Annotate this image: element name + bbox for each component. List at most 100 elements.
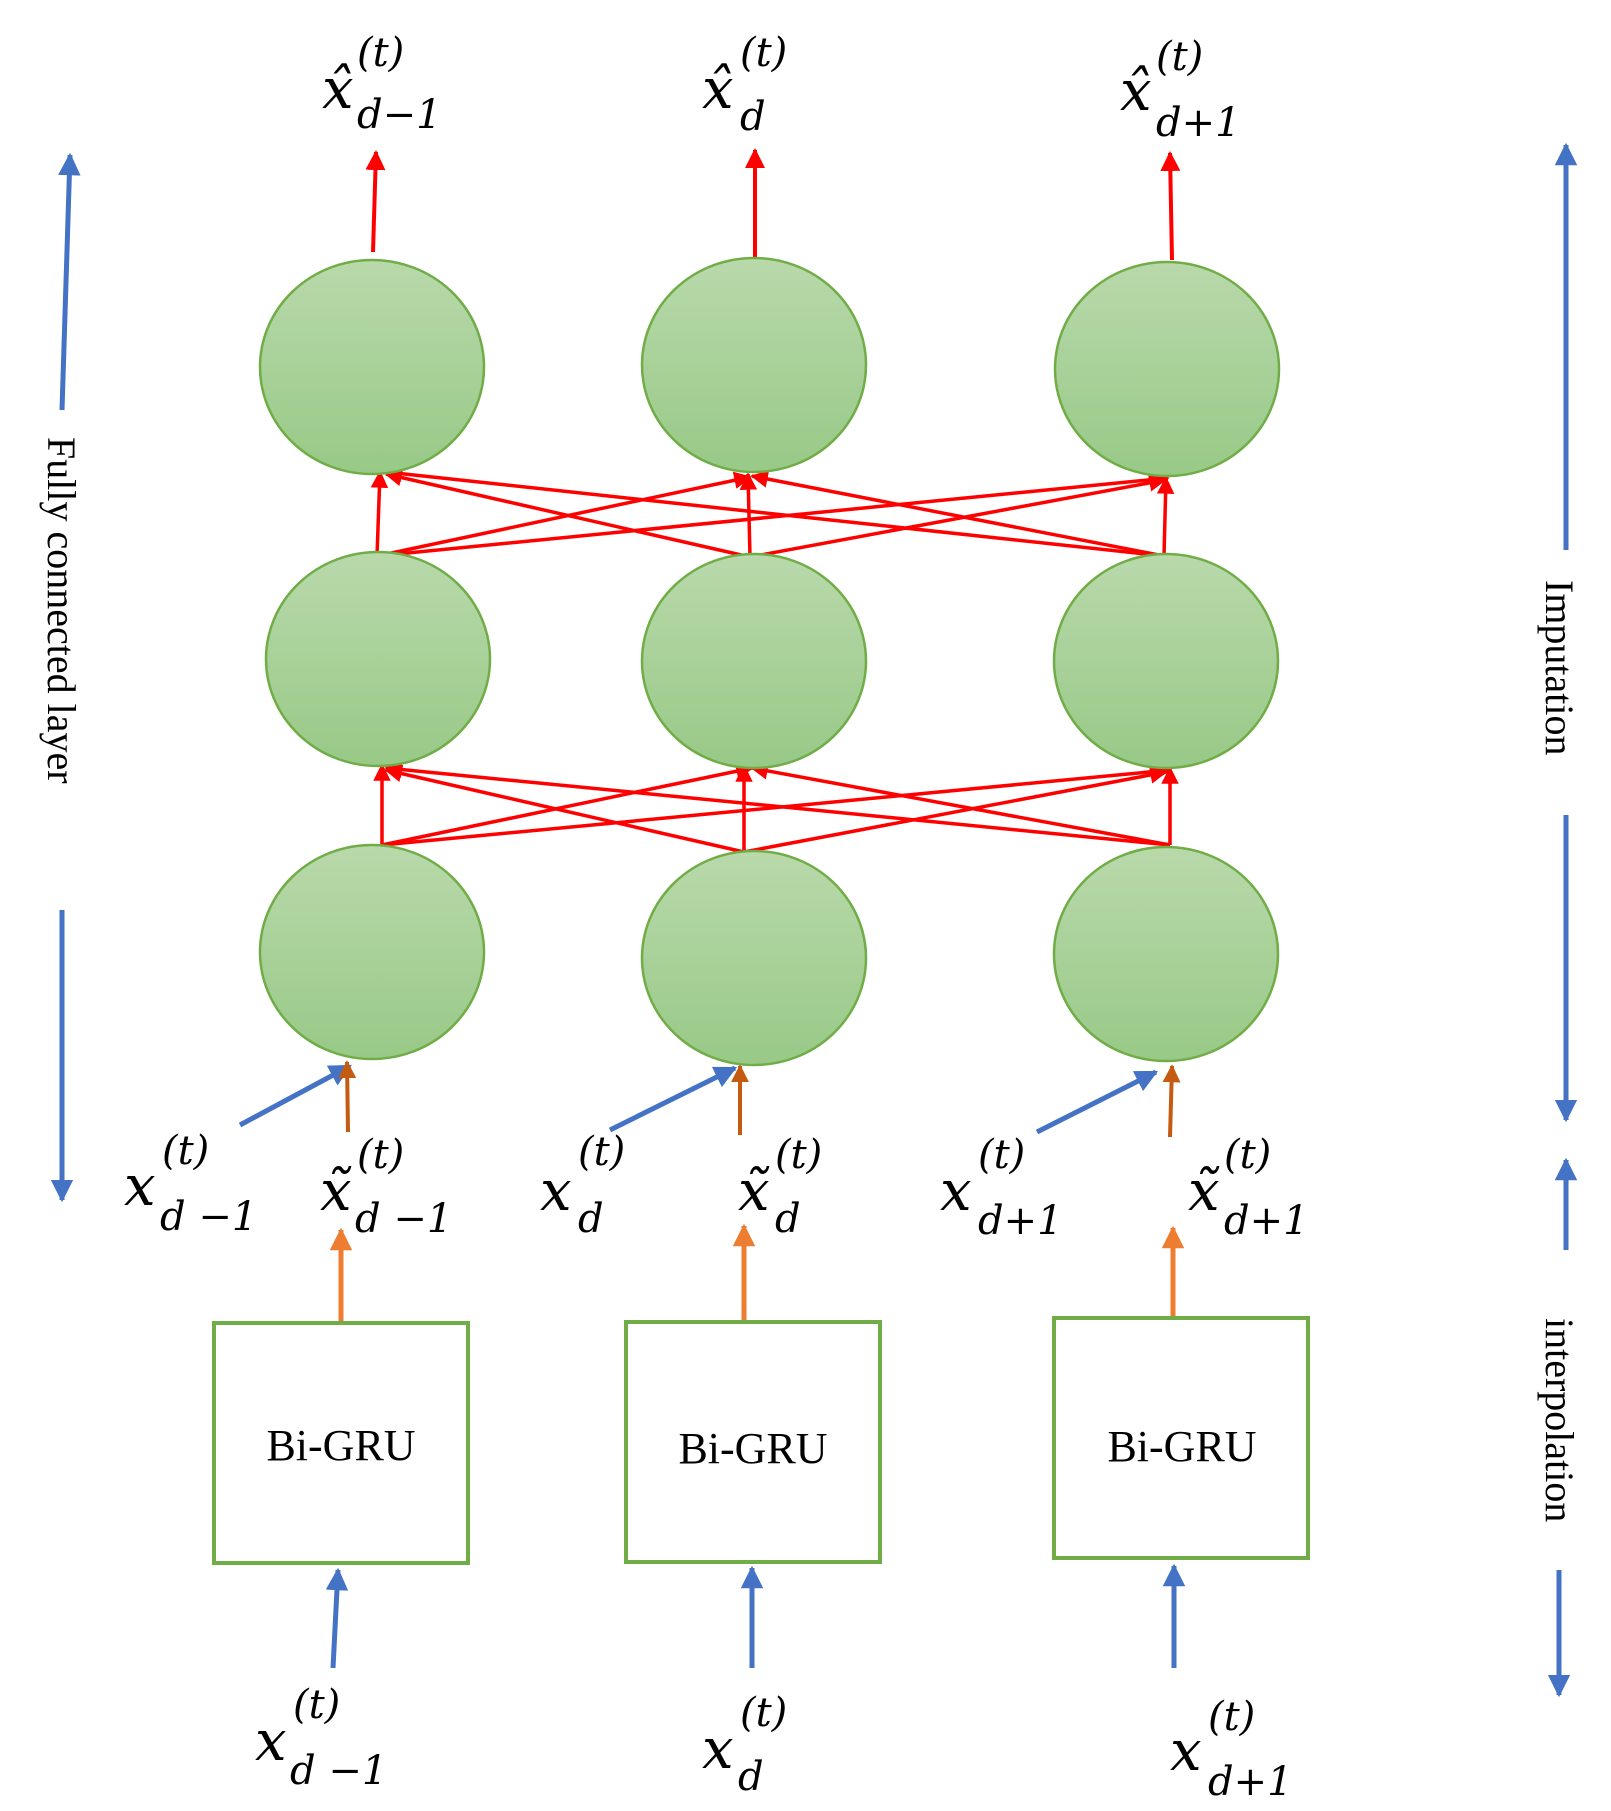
subscript-observed-right: d+1 bbox=[978, 1198, 1063, 1244]
subscript-input-right: d+1 bbox=[1208, 1759, 1293, 1805]
xhat-symbol-right: x̂ bbox=[1120, 59, 1152, 124]
x-symbol-input-left: x bbox=[255, 1709, 287, 1774]
subscript-interp-right: d+1 bbox=[1224, 1198, 1309, 1244]
superscript-t-input-left: (t) bbox=[293, 1682, 340, 1728]
subscript-observed-left: d −1 bbox=[160, 1194, 257, 1240]
interpolated-input-arrow-left bbox=[338, 1060, 357, 1133]
subscript-interp-mid: d bbox=[775, 1196, 801, 1242]
observed-input-arrow-mid bbox=[608, 1065, 738, 1133]
observed-input-arrow-left bbox=[238, 1063, 352, 1128]
node-layer1-mid bbox=[640, 849, 868, 1067]
mid-label-observed-left: x (t) d −1 bbox=[124, 1128, 257, 1240]
gru-box-right bbox=[1052, 1316, 1310, 1560]
output-arrow-left bbox=[365, 150, 386, 253]
node-layer3-left bbox=[258, 258, 486, 476]
superscript-t-observed-mid: (t) bbox=[578, 1129, 625, 1175]
interpolation-label: interpolation bbox=[1537, 1318, 1582, 1522]
node-layer2-mid bbox=[640, 552, 868, 770]
layer1-input-arrows bbox=[238, 1060, 1181, 1138]
edge-l1-mid-to-l2-right bbox=[743, 766, 1168, 854]
imputation-label: Imputation bbox=[1537, 580, 1582, 756]
superscript-t-input-right: (t) bbox=[1208, 1694, 1255, 1740]
superscript-t-observed-right: (t) bbox=[978, 1132, 1025, 1178]
fc-edges-upper bbox=[370, 464, 1175, 559]
gru-label-left: Bi-GRU bbox=[266, 1421, 415, 1470]
superscript-t-output-mid: (t) bbox=[740, 30, 787, 76]
x-symbol-input-mid: x bbox=[702, 1717, 734, 1782]
edge-l2-left-to-l3-left bbox=[370, 470, 389, 557]
right-side-arrows: Imputation interpolation bbox=[1537, 142, 1582, 1698]
edge-l1-left-to-l2-mid bbox=[381, 762, 754, 847]
gru-label-right: Bi-GRU bbox=[1107, 1422, 1256, 1471]
left-up-arrow bbox=[58, 152, 81, 411]
xtilde-symbol-mid: x̃ bbox=[738, 1159, 770, 1224]
gru-label-mid: Bi-GRU bbox=[678, 1424, 827, 1473]
input-label-left: x (t) d −1 bbox=[255, 1682, 387, 1794]
superscript-t-output-right: (t) bbox=[1156, 34, 1203, 80]
fully-connected-layer-label: Fully connected layer bbox=[39, 437, 84, 784]
output-arrow-right bbox=[1160, 151, 1181, 261]
node-layer1-right bbox=[1052, 845, 1280, 1063]
mid-label-interp-left: x̃ (t) d −1 bbox=[320, 1132, 452, 1242]
left-side-arrow: Fully connected layer bbox=[39, 152, 84, 1203]
observed-input-arrow-right bbox=[1035, 1069, 1159, 1135]
superscript-t-observed-left: (t) bbox=[162, 1128, 209, 1174]
nodes bbox=[258, 256, 1281, 1067]
superscript-t-interp-right: (t) bbox=[1224, 1132, 1271, 1178]
mid-label-observed-mid: x (t) d bbox=[540, 1129, 625, 1242]
x-symbol-observed-right: x bbox=[940, 1159, 972, 1224]
xtilde-symbol-left: x̃ bbox=[320, 1159, 352, 1224]
mid-label-interp-mid: x̃ (t) d bbox=[738, 1132, 822, 1242]
node-layer2-right bbox=[1052, 552, 1280, 770]
edge-l2-right-to-l3-left bbox=[384, 464, 1165, 558]
gru-input-arrow-left bbox=[325, 1567, 349, 1669]
mid-label-interp-right: x̃ (t) d+1 bbox=[1188, 1132, 1309, 1244]
x-symbol-observed-mid: x bbox=[540, 1159, 572, 1224]
node-layer3-right bbox=[1053, 260, 1281, 478]
edge-l2-mid-to-l3-right bbox=[749, 474, 1167, 559]
subscript-output-left: d−1 bbox=[357, 92, 442, 138]
subscript-interp-left: d −1 bbox=[355, 1196, 452, 1242]
interpolated-input-arrow-right bbox=[1162, 1064, 1181, 1138]
edge-l2-mid-to-l3-mid bbox=[739, 472, 758, 558]
edge-l1-mid-to-l2-left bbox=[384, 764, 745, 854]
mid-label-observed-right: x (t) d+1 bbox=[940, 1132, 1063, 1244]
gru-input-arrows bbox=[325, 1563, 1186, 1669]
edge-l2-right-to-l3-mid bbox=[750, 470, 1165, 558]
gru-boxes bbox=[212, 1316, 1310, 1565]
gru-output-arrows bbox=[329, 1223, 1185, 1325]
superscript-t-input-mid: (t) bbox=[740, 1690, 787, 1736]
superscript-t-interp-left: (t) bbox=[357, 1132, 404, 1178]
subscript-input-left: d −1 bbox=[290, 1748, 387, 1794]
edge-l2-left-to-l3-right bbox=[376, 470, 1170, 558]
subscript-output-right: d+1 bbox=[1156, 100, 1241, 146]
edge-l1-right-to-l2-left bbox=[384, 760, 1171, 847]
edge-l1-right-to-l2-mid bbox=[750, 762, 1171, 847]
subscript-observed-mid: d bbox=[578, 1196, 604, 1242]
xhat-symbol-left: x̂ bbox=[322, 57, 354, 122]
superscript-t-interp-mid: (t) bbox=[775, 1132, 822, 1178]
x-symbol-input-right: x bbox=[1170, 1719, 1202, 1784]
output-label-left: x̂ (t) d−1 bbox=[322, 30, 442, 138]
gru-box-left bbox=[212, 1321, 470, 1565]
node-layer2-left bbox=[264, 550, 492, 768]
subscript-input-mid: d bbox=[738, 1754, 764, 1800]
xhat-symbol-mid: x̂ bbox=[702, 57, 734, 122]
x-symbol-observed-left: x bbox=[124, 1154, 156, 1219]
output-arrows bbox=[365, 148, 1181, 261]
subscript-output-mid: d bbox=[740, 94, 766, 140]
input-label-right: x (t) d+1 bbox=[1170, 1694, 1293, 1805]
output-label-mid: x̂ (t) d bbox=[702, 30, 787, 140]
node-layer3-mid bbox=[640, 256, 868, 474]
node-layer1-left bbox=[258, 843, 486, 1061]
edge-l2-right-to-l3-right bbox=[1156, 476, 1175, 557]
gru-box-mid bbox=[624, 1320, 882, 1564]
input-label-mid: x (t) d bbox=[702, 1690, 787, 1800]
edge-l2-left-to-l3-mid bbox=[376, 471, 752, 558]
fc-edges-lower bbox=[373, 760, 1179, 854]
superscript-t-output-left: (t) bbox=[357, 30, 404, 76]
output-label-right: x̂ (t) d+1 bbox=[1120, 34, 1241, 146]
edge-l2-mid-to-l3-left bbox=[384, 468, 751, 559]
xtilde-symbol-right: x̃ bbox=[1188, 1159, 1220, 1224]
